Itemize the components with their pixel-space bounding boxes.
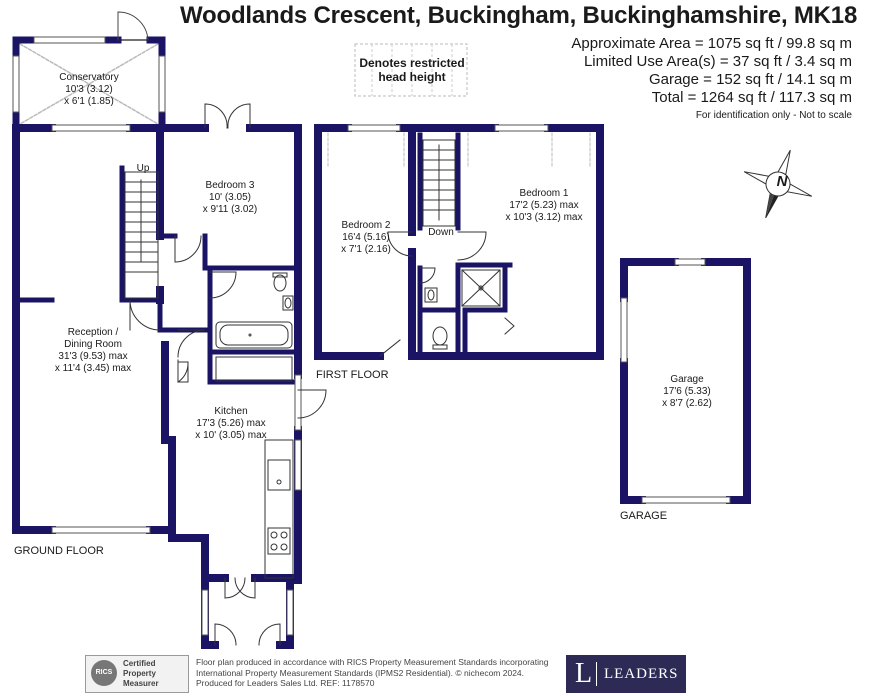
stair-down-label: Down <box>428 227 454 238</box>
room-dim: 16'4 (5.16) <box>342 232 390 243</box>
room-dim: 17'3 (5.26) max <box>196 418 266 429</box>
room-dim: 31'3 (9.53) max <box>58 351 128 362</box>
footer-line: Floor plan produced in accordance with R… <box>196 657 549 667</box>
first-floor-label: FIRST FLOOR <box>316 369 389 381</box>
compass-rose <box>743 149 813 219</box>
room-dim: 17'2 (5.23) max <box>509 200 579 211</box>
footer-line: International Property Measurement Stand… <box>196 667 525 678</box>
leaders-initial: L <box>575 658 593 689</box>
room-dim: x 11'4 (3.45) max <box>54 363 132 374</box>
footer-line: Produced for Leaders Sales Ltd. REF: 117… <box>196 678 375 688</box>
room-dim: x 10' (3.05) max <box>195 430 267 441</box>
restricted-height-legend: Denotes restricted head height <box>358 56 466 84</box>
rics-line: Property <box>123 669 156 678</box>
room-dim: x 6'1 (1.85) <box>64 96 114 107</box>
approximate-area: Approximate Area = 1075 sq ft / 99.8 sq … <box>571 35 852 52</box>
room-kitchen: Kitchen 17'3 (5.26) max x 10' (3.05) max <box>190 406 272 442</box>
room-reception: Reception / Dining Room 31'3 (9.53) max … <box>45 327 141 375</box>
room-dim: x 8'7 (2.62) <box>662 398 712 409</box>
room-conservatory: Conservatory 10'3 (3.12) x 6'1 (1.85) <box>52 72 126 108</box>
total-area: Total = 1264 sq ft / 117.3 sq m <box>651 89 852 106</box>
room-name: Conservatory <box>59 72 119 83</box>
room-name: Bedroom 2 <box>341 220 391 231</box>
first-floor-plan <box>314 124 604 360</box>
scale-note: For identification only - Not to scale <box>695 110 852 121</box>
room-dim: x 9'11 (3.02) <box>202 204 258 215</box>
leaders-divider <box>596 662 597 686</box>
room-name: Bedroom 1 <box>519 188 569 199</box>
ground-floor-plan <box>12 11 327 649</box>
room-dim: 10' (3.05) <box>209 192 251 203</box>
rics-text: Certified Property Measurer <box>123 659 159 689</box>
garage-label: GARAGE <box>620 510 668 522</box>
room-dim: x 10'3 (3.12) max <box>505 212 583 223</box>
north-label: N <box>776 173 788 190</box>
room-name: Kitchen <box>214 406 248 417</box>
room-name: Garage <box>670 374 704 385</box>
ground-floor-label: GROUND FLOOR <box>14 545 104 557</box>
garage-plan <box>620 258 751 504</box>
room-garage: Garage 17'6 (5.33) x 8'7 (2.62) <box>652 374 722 410</box>
garage-area: Garage = 152 sq ft / 14.1 sq m <box>648 71 852 88</box>
room-name: Bedroom 3 <box>205 180 255 191</box>
room-bedroom-1: Bedroom 1 17'2 (5.23) max x 10'3 (3.12) … <box>502 188 586 224</box>
room-bedroom-2: Bedroom 2 16'4 (5.16) x 7'1 (2.16) <box>330 220 402 256</box>
room-dim: 17'6 (5.33) <box>663 386 711 397</box>
restricted-line-1: Denotes restricted <box>359 56 465 70</box>
footer-disclaimer: Floor plan produced in accordance with R… <box>196 657 548 689</box>
room-dim: 10'3 (3.12) <box>65 84 113 95</box>
restricted-height-legend-box <box>354 43 468 97</box>
rics-badge: RICS Certified Property Measurer <box>85 655 189 693</box>
restricted-line-2: head height <box>378 70 446 84</box>
room-bedroom-3: Bedroom 3 10' (3.05) x 9'11 (3.02) <box>190 180 270 216</box>
rics-line: Certified <box>123 659 156 668</box>
leaders-logo: L LEADERS <box>566 655 686 693</box>
room-name: Reception / <box>67 327 119 338</box>
stair-up-label: Up <box>136 163 150 174</box>
rics-line: Measurer <box>123 679 159 688</box>
room-name: Dining Room <box>64 339 122 350</box>
leaders-name: LEADERS <box>604 666 679 682</box>
page-title: Woodlands Crescent, Buckingham, Buckingh… <box>180 2 858 29</box>
room-dim: x 7'1 (2.16) <box>341 244 391 255</box>
limited-use-area: Limited Use Area(s) = 37 sq ft / 3.4 sq … <box>583 53 852 70</box>
rics-logo: RICS <box>91 660 117 686</box>
